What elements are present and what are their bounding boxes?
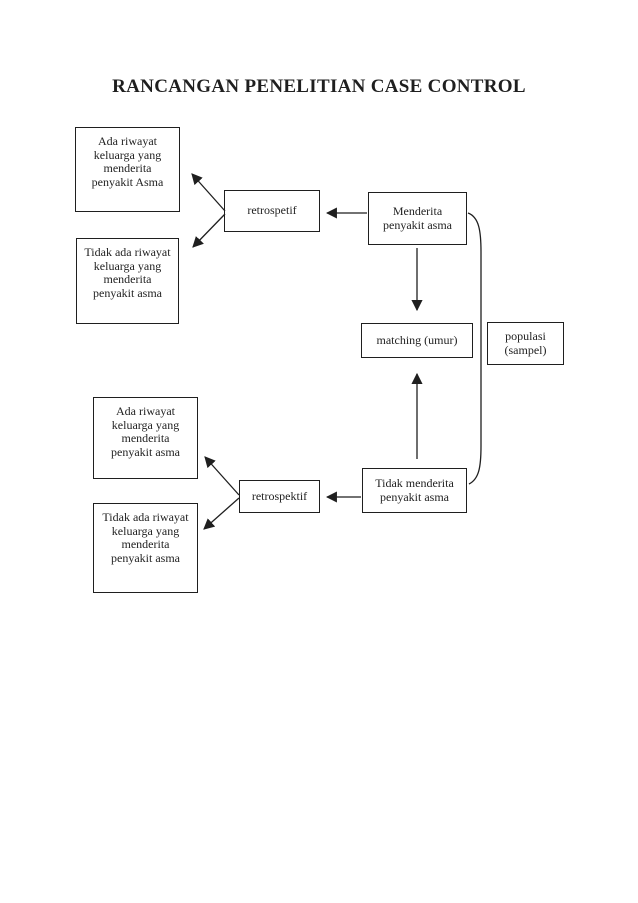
node-control-unexposed: Tidak ada riwayat keluarga yang menderit… (93, 503, 198, 593)
arrow-retro-to-control-exposed (204, 456, 240, 496)
node-populasi-sampel: populasi (sampel) (487, 322, 564, 365)
arrow-retro-to-case-unexposed (192, 213, 226, 248)
node-control-group: Tidak menderita penyakit asma (362, 468, 467, 513)
arrow-retro-to-control-unexposed (203, 497, 240, 530)
node-retrospektif-control: retrospektif (239, 480, 320, 513)
node-retrospetif-case: retrospetif (224, 190, 320, 232)
node-control-exposed: Ada riwayat keluarga yang menderita peny… (93, 397, 198, 479)
node-case-unexposed: Tidak ada riwayat keluarga yang menderit… (76, 238, 179, 324)
node-case-group: Menderita penyakit asma (368, 192, 467, 245)
arrow-retro-to-case-exposed (191, 173, 226, 212)
node-case-exposed: Ada riwayat keluarga yang menderita peny… (75, 127, 180, 212)
node-matching-umur: matching (umur) (361, 323, 473, 358)
diagram-title: RANCANGAN PENELITIAN CASE CONTROL (112, 76, 526, 97)
